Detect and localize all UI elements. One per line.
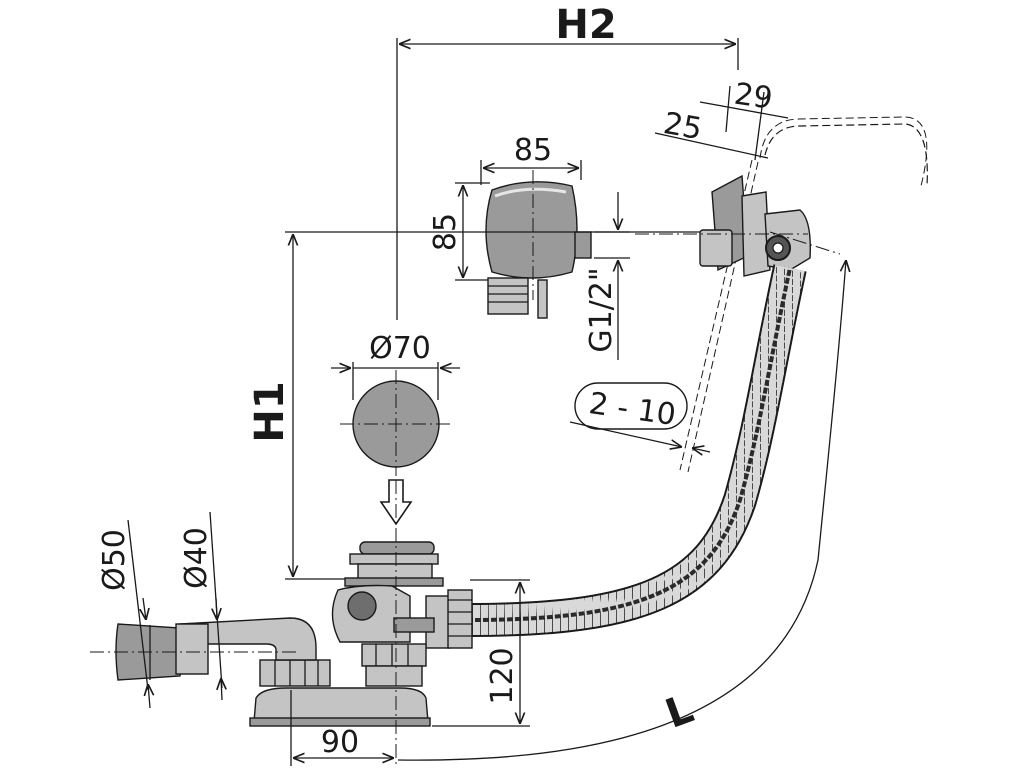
bath-rim-outline xyxy=(679,116,928,473)
d40-label: Ø40 xyxy=(179,527,214,589)
d120-dimension: 120 xyxy=(432,579,530,727)
d70-label: Ø70 xyxy=(369,331,431,366)
g12-label: G1/2" xyxy=(584,267,619,352)
rim-thickness-callout: 2 - 10 xyxy=(569,382,711,452)
h2-dimension: H2 xyxy=(396,2,739,320)
h2-label: H2 xyxy=(555,2,616,48)
outlet-diameters: Ø50 Ø40 xyxy=(97,511,222,709)
d90-label: 90 xyxy=(321,725,359,760)
drain-assembly xyxy=(90,480,473,768)
overflow-depth-dimensions: 29 25 xyxy=(654,77,789,161)
plug-cap-view: Ø70 xyxy=(331,331,460,526)
g12-dimension: G1/2" xyxy=(584,192,630,360)
d50-label: Ø50 xyxy=(97,529,132,591)
h1-label: H1 xyxy=(247,381,293,442)
d25-label: 25 xyxy=(661,106,705,147)
flexible-hose xyxy=(469,264,807,637)
overflow-cap-view: 85 85 xyxy=(428,133,600,319)
overflow-cap-body xyxy=(485,181,578,279)
down-arrow-icon xyxy=(379,479,413,526)
h1-dimension: H1 xyxy=(247,231,710,580)
d120-label: 120 xyxy=(485,647,520,704)
overflow-assembly xyxy=(635,174,841,277)
d85-top-label: 85 xyxy=(514,133,552,168)
d90-dimension: 90 xyxy=(290,690,394,766)
d29-label: 29 xyxy=(732,77,775,117)
